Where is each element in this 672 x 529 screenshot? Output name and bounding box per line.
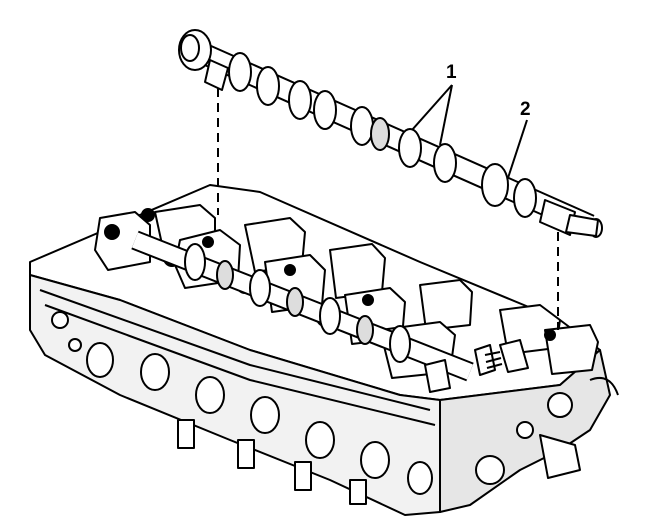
installed-camshaft: [131, 230, 474, 382]
callout-1: 1: [446, 62, 457, 83]
head-front-face: [29, 274, 441, 516]
callout-2: 2: [520, 99, 531, 120]
alignment-lines: [217, 88, 559, 330]
removed-camshaft: [178, 29, 603, 238]
leader-lines: [411, 84, 528, 179]
valve-springs: [424, 339, 529, 393]
